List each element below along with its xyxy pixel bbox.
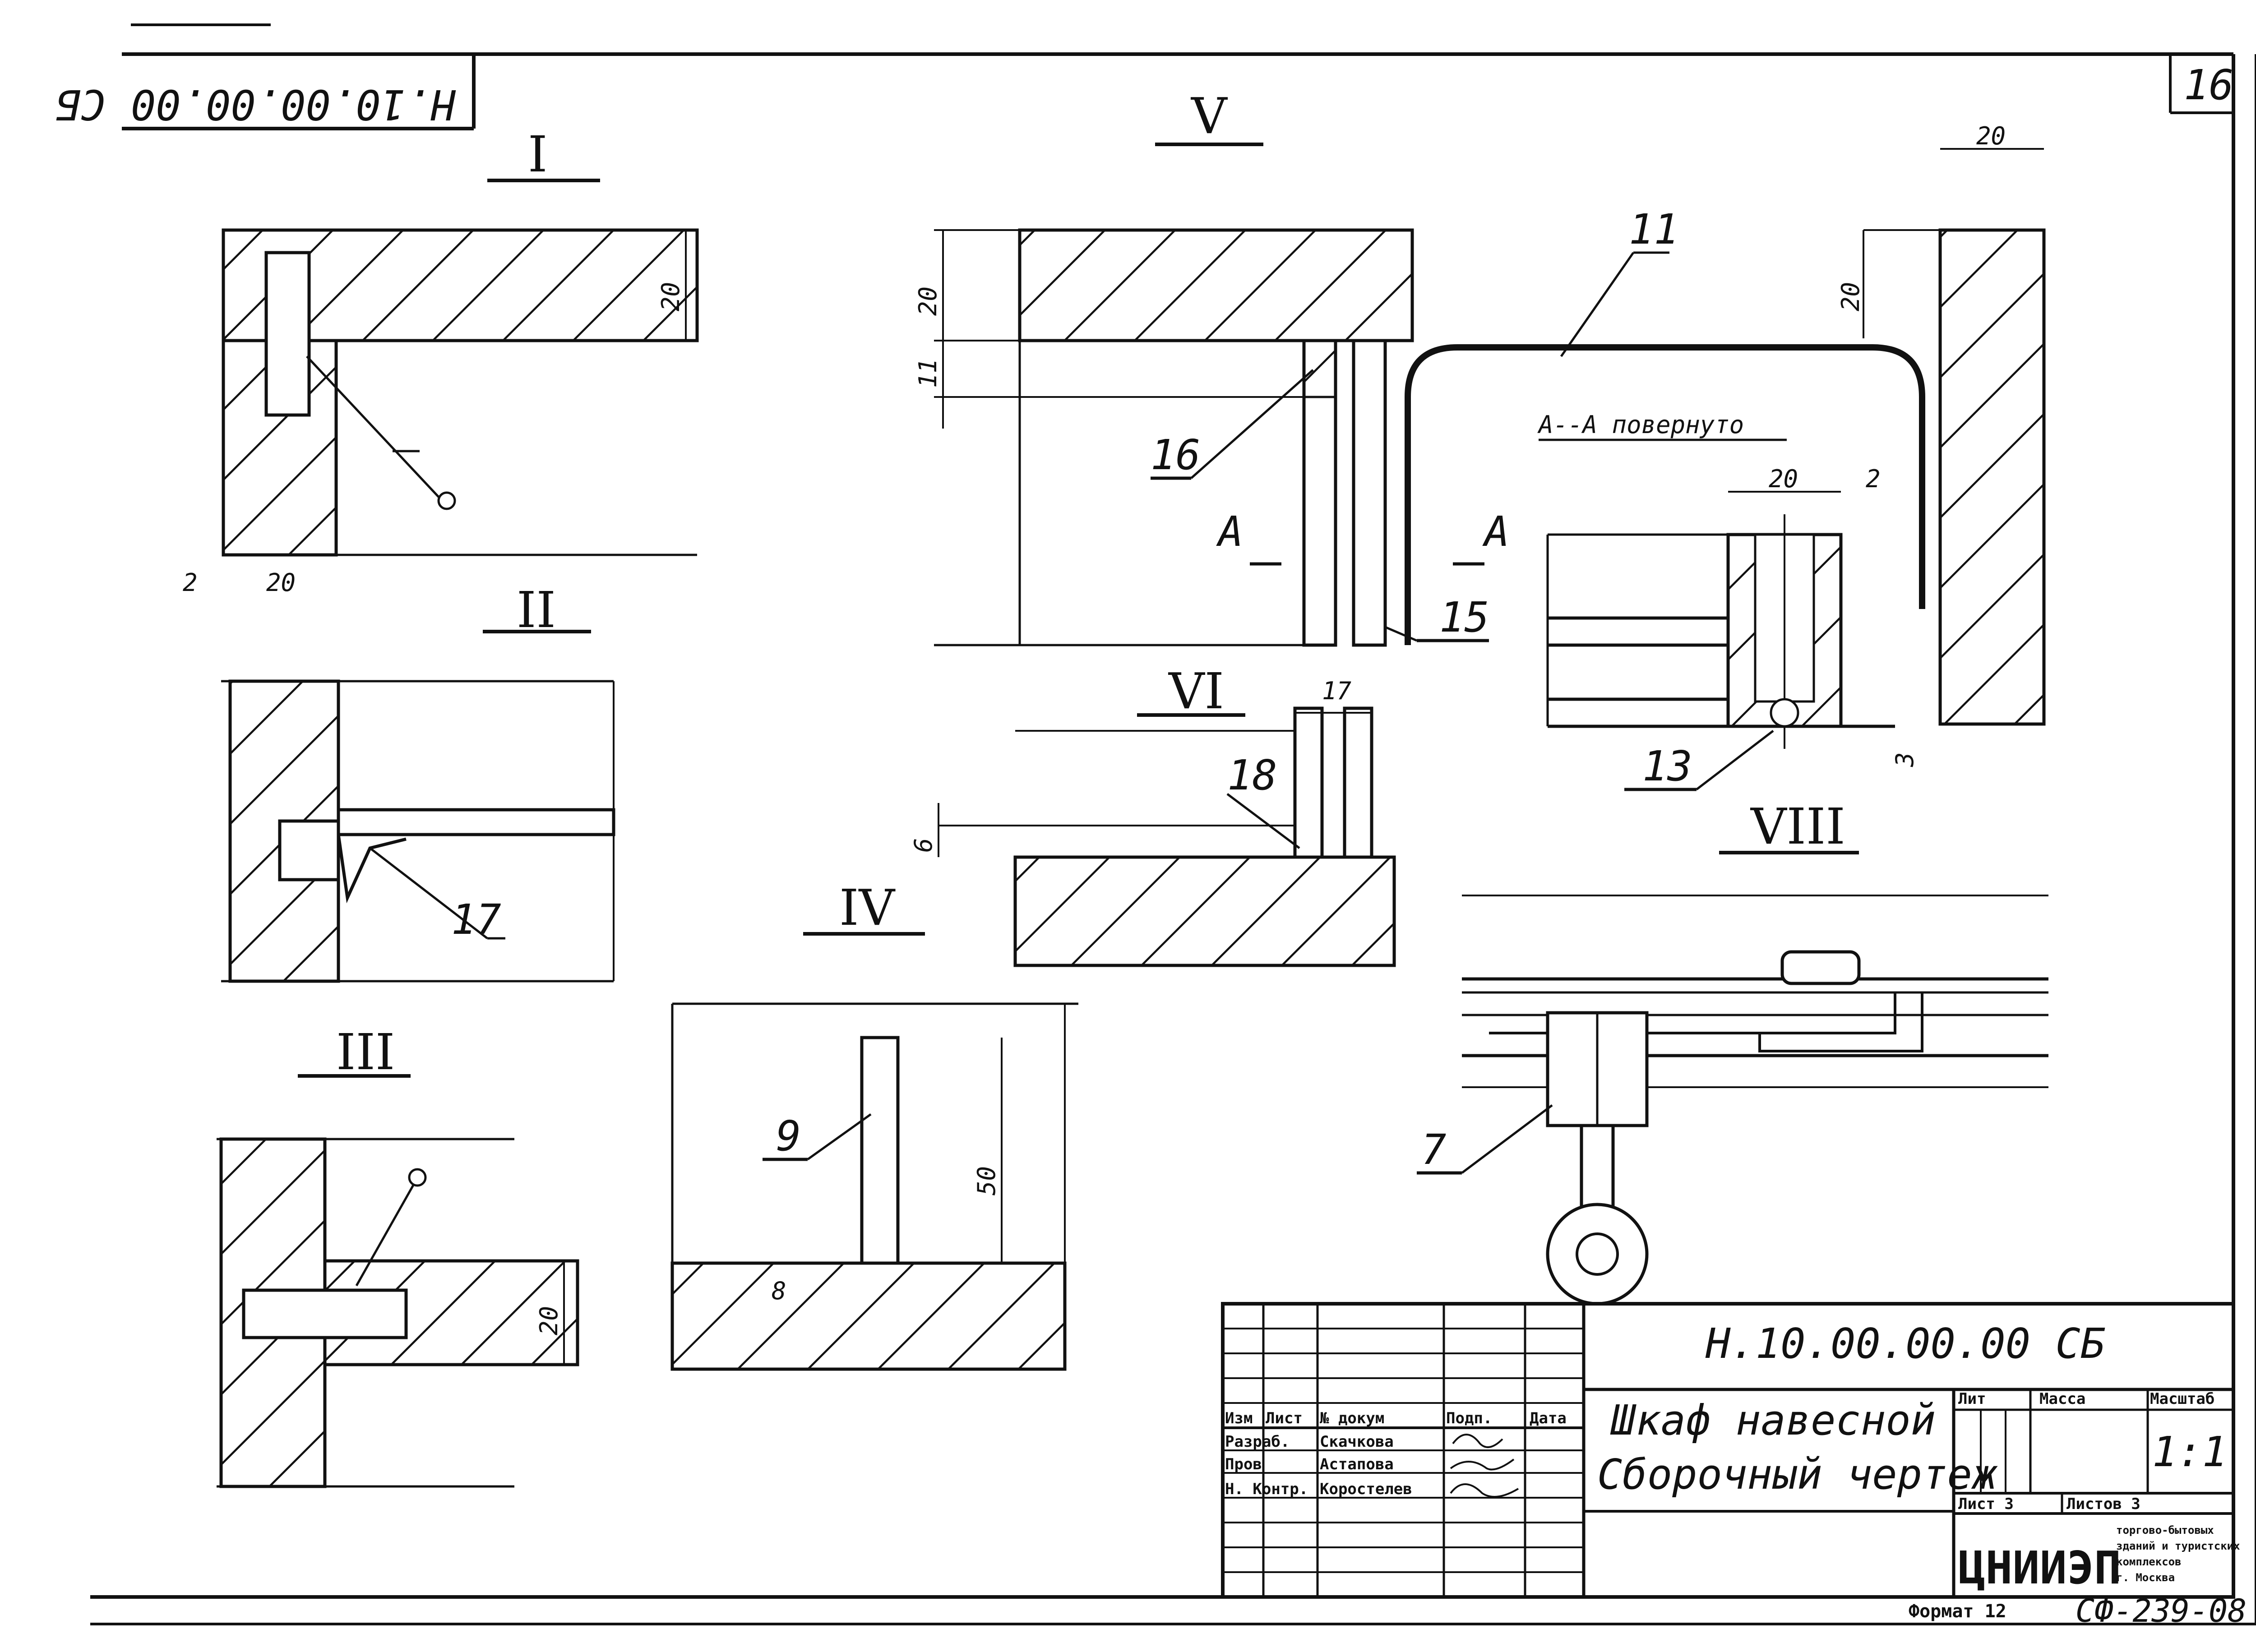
v5-dim-right-h: 20 bbox=[1836, 282, 1865, 311]
v5-dim-top: 20 bbox=[914, 286, 942, 316]
tb-col-sign: Подп. bbox=[1446, 1409, 1492, 1427]
tb-signatures bbox=[1450, 1434, 1519, 1498]
tb-name-line1: Шкаф навесной bbox=[1610, 1396, 1936, 1444]
v5-dim-gap: 11 bbox=[914, 359, 942, 388]
v4-dim-h: 50 bbox=[972, 1166, 1001, 1195]
tb-col-list: Лист bbox=[1266, 1409, 1303, 1427]
tb-mass-label: Масса bbox=[2039, 1390, 2085, 1408]
view-3: III 20 bbox=[217, 1023, 579, 1488]
callout-16: 16 bbox=[1151, 431, 1201, 479]
archive-code: СФ-239-08 bbox=[2076, 1592, 2247, 1629]
tb-col-date: Дата bbox=[1530, 1409, 1567, 1427]
tb-lit-label: Лит bbox=[1958, 1390, 1986, 1408]
v6-dim-w: 17 bbox=[1322, 677, 1351, 705]
v1-dim-width: 20 bbox=[266, 568, 296, 597]
tb-col-doc: № докум bbox=[1320, 1409, 1384, 1427]
title-block: Н.10.00.00.00 СБ Шкаф навесной Сборочный… bbox=[1221, 1302, 2240, 1599]
callout-7: 7 bbox=[1421, 1126, 1446, 1174]
view-3-label: III bbox=[336, 1023, 395, 1081]
view-5: V 20 11 А А 20 20 bbox=[914, 87, 2046, 726]
tb-scale-value: 1:1 bbox=[2152, 1428, 2227, 1476]
v3-dim-h: 20 bbox=[535, 1306, 563, 1335]
sheet-number: 16 bbox=[2184, 61, 2234, 109]
tb-org-line4: г. Москва bbox=[2116, 1571, 2175, 1584]
view-8-label: VIII bbox=[1750, 798, 1845, 855]
callout-17: 17 bbox=[451, 895, 501, 944]
v1-dim-thick: 20 bbox=[656, 282, 685, 311]
view-4: IV 50 8 bbox=[670, 879, 1078, 1371]
tb-person-dev: Скачкова bbox=[1320, 1433, 1394, 1451]
view-5-label: V bbox=[1190, 87, 1228, 145]
tb-role-norm: Н. Контр. bbox=[1225, 1480, 1308, 1498]
section-mark-left: А bbox=[1216, 508, 1243, 556]
view-1-label: I bbox=[528, 125, 547, 183]
tb-org-line1: торгово-бытовых bbox=[2116, 1524, 2214, 1537]
v1-dim-gap: 2 bbox=[183, 568, 198, 597]
tb-designation: Н.10.00.00.00 СБ bbox=[1705, 1320, 2105, 1368]
rotated-document-code: Н.10.00.00.00 СБ bbox=[56, 80, 456, 129]
tb-person-check: Астапова bbox=[1320, 1455, 1394, 1473]
rotated-code-box: Н.10.00.00.00 СБ bbox=[56, 54, 476, 130]
sec-dim-gap: 2 bbox=[1866, 465, 1881, 493]
section-a-a: А--А повернуто 20 2 3 bbox=[1537, 411, 1919, 791]
tb-org-logo: ЦНИИЭП bbox=[1958, 1541, 2121, 1594]
tb-role-dev: Разраб. bbox=[1225, 1433, 1290, 1451]
format-label: Формат 12 bbox=[1909, 1601, 2006, 1622]
view-8: VIII bbox=[1417, 798, 2048, 1306]
view-6: VI 6 17 bbox=[909, 662, 1396, 967]
callout-13: 13 bbox=[1642, 742, 1692, 790]
sec-dim-h: 3 bbox=[1891, 752, 1919, 767]
section-a-a-title: А--А повернуто bbox=[1537, 411, 1744, 439]
v4-dim-gap: 8 bbox=[772, 1277, 786, 1305]
tb-role-check: Пров bbox=[1225, 1455, 1262, 1473]
tb-org-line2: зданий и туристских bbox=[2116, 1540, 2240, 1552]
tb-name-line2: Сборочный чертеж bbox=[1597, 1450, 1998, 1499]
view-2-label: II bbox=[517, 581, 556, 639]
view-1: I 20 20 2 bbox=[183, 125, 699, 597]
callout-11: 11 bbox=[1629, 205, 1679, 254]
v6-dim-h: 6 bbox=[909, 838, 938, 853]
tb-sheets-label: Листов 3 bbox=[2066, 1495, 2140, 1513]
v5-dim-right-w: 20 bbox=[1976, 122, 2006, 150]
sec-dim-w: 20 bbox=[1769, 465, 1798, 493]
callout-15: 15 bbox=[1439, 593, 1489, 641]
tb-col-izm: Изм bbox=[1225, 1409, 1253, 1427]
tb-scale-label: Масштаб bbox=[2150, 1390, 2214, 1408]
tb-person-norm: Коростелев bbox=[1320, 1480, 1412, 1498]
view-6-label: VI bbox=[1168, 662, 1224, 720]
view-4-label: IV bbox=[839, 879, 896, 937]
callout-labels: 11 16 15 13 18 17 9 7 bbox=[451, 205, 1692, 1174]
tb-org-line3: комплексов bbox=[2116, 1555, 2182, 1568]
tb-sheet-label: Лист 3 bbox=[1958, 1495, 2014, 1513]
callout-18: 18 bbox=[1227, 751, 1277, 799]
view-2: II bbox=[221, 581, 615, 983]
callout-9: 9 bbox=[776, 1112, 801, 1160]
section-mark-right: А bbox=[1482, 508, 1509, 556]
